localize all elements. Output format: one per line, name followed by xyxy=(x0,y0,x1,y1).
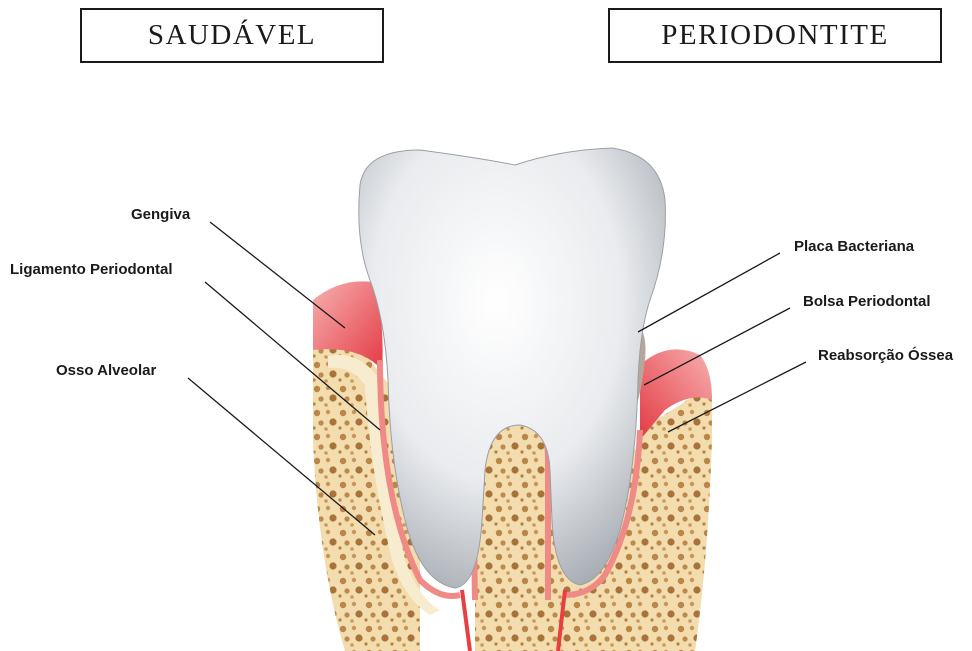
label-ligamento-periodontal: Ligamento Periodontal xyxy=(10,261,173,278)
label-placa-bacteriana: Placa Bacteriana xyxy=(794,238,914,255)
label-reabsorcao-ossea: Reabsorção Óssea xyxy=(818,347,953,364)
label-bolsa-periodontal: Bolsa Periodontal xyxy=(803,293,931,310)
label-gengiva: Gengiva xyxy=(131,206,190,223)
label-osso-alveolar: Osso Alveolar xyxy=(56,362,156,379)
